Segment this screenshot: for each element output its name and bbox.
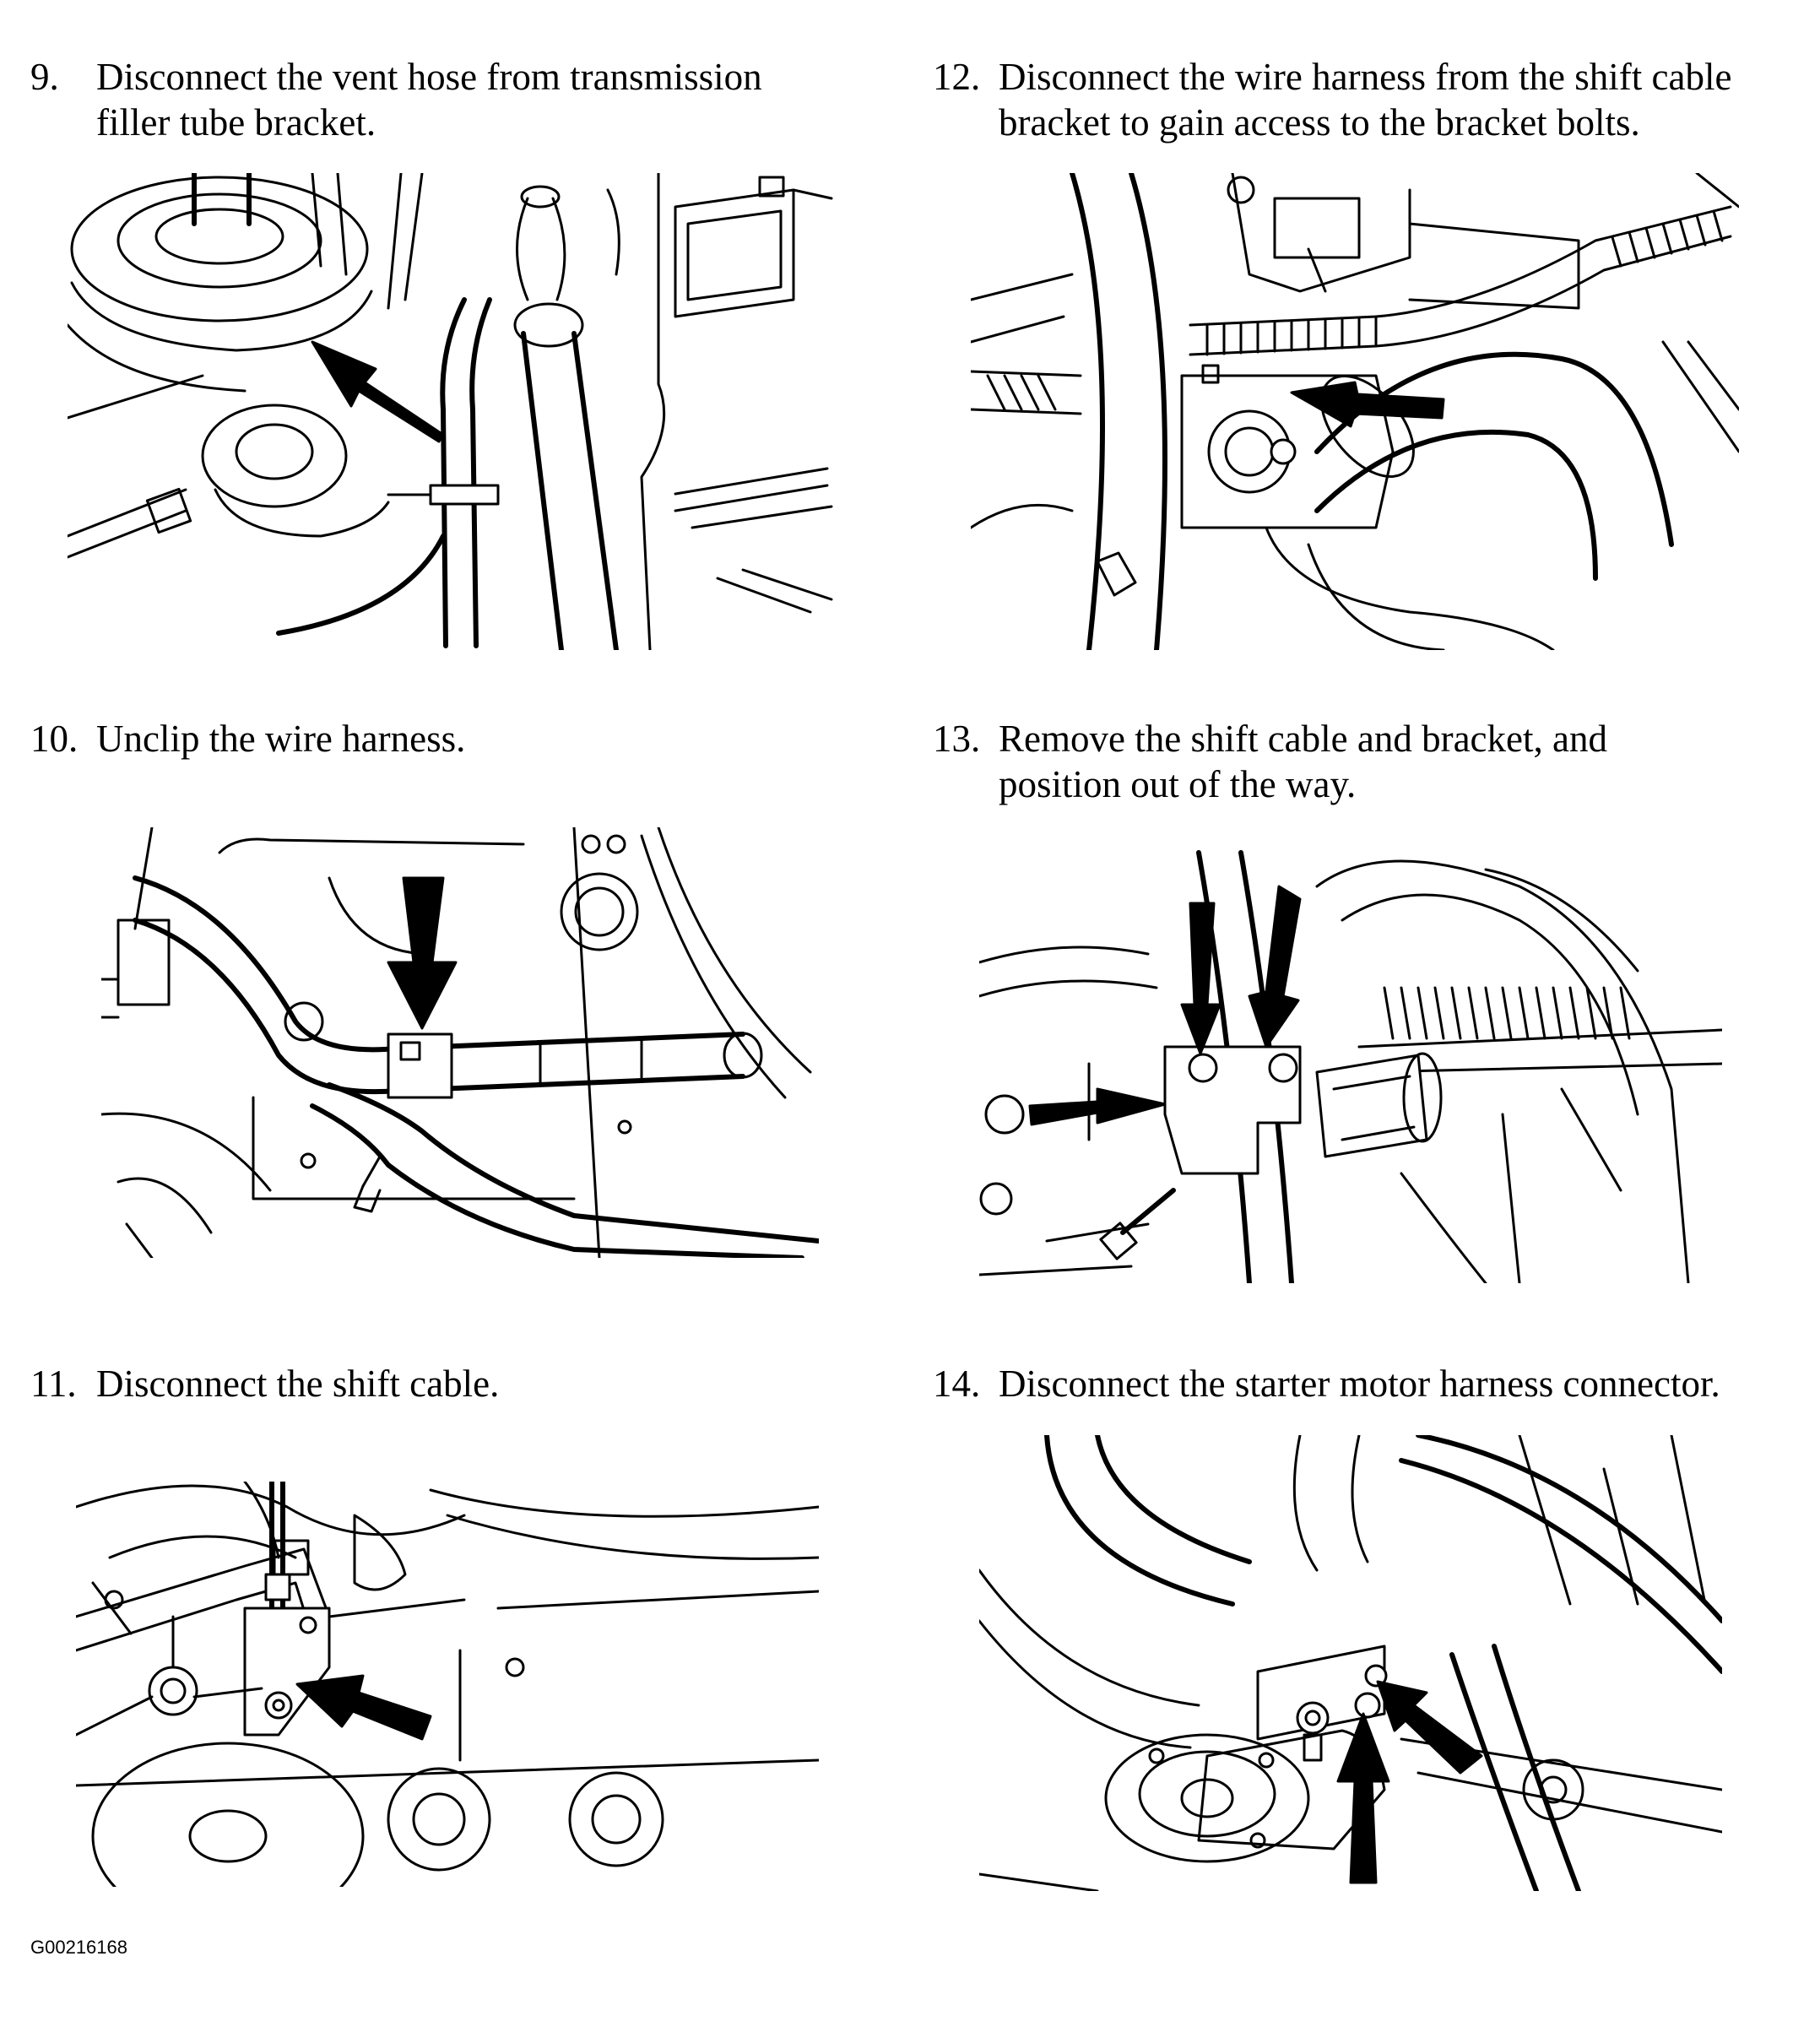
step-instruction-cont: filler tube bracket. (96, 101, 376, 144)
step-number: 9. (30, 56, 59, 98)
step-instruction: Disconnect the shift cable. (96, 1363, 500, 1405)
step-instruction: Remove the shift cable and bracket, and (999, 718, 1607, 760)
step-number: 10. (30, 718, 79, 760)
step-instruction: Disconnect the wire harness from the shi… (999, 56, 1732, 98)
step-number: 13. (933, 718, 981, 760)
step-12-text: 12. Disconnect the wire harness from the … (933, 54, 1731, 145)
harness-bracket-illustration (971, 173, 1739, 650)
figure-id: G00216168 (30, 1937, 127, 1958)
step-instruction-cont: bracket to gain access to the bracket bo… (999, 101, 1640, 144)
wire-harness-clip-illustration (101, 827, 819, 1258)
step-11-text: 11. Disconnect the shift cable. (30, 1361, 499, 1406)
step-instruction: Unclip the wire harness. (96, 718, 466, 760)
shift-cable-illustration (76, 1482, 819, 1887)
step-number: 11. (30, 1363, 77, 1405)
shift-bracket-removal-illustration (979, 836, 1722, 1283)
vent-hose-illustration (68, 173, 836, 650)
starter-connector-illustration (979, 1435, 1722, 1891)
step-number: 12. (933, 56, 981, 98)
step-10-text: 10. Unclip the wire harness. (30, 716, 465, 761)
step-instruction: Disconnect the starter motor harness con… (999, 1363, 1720, 1405)
step-14-text: 14. Disconnect the starter motor harness … (933, 1361, 1720, 1406)
step-number: 14. (933, 1363, 981, 1405)
step-9-text: 9. Disconnect the vent hose from transmis… (30, 54, 762, 145)
step-instruction: Disconnect the vent hose from transmissi… (96, 56, 762, 98)
step-13-text: 13. Remove the shift cable and bracket, a… (933, 716, 1607, 807)
step-instruction-cont: position out of the way. (999, 763, 1357, 805)
